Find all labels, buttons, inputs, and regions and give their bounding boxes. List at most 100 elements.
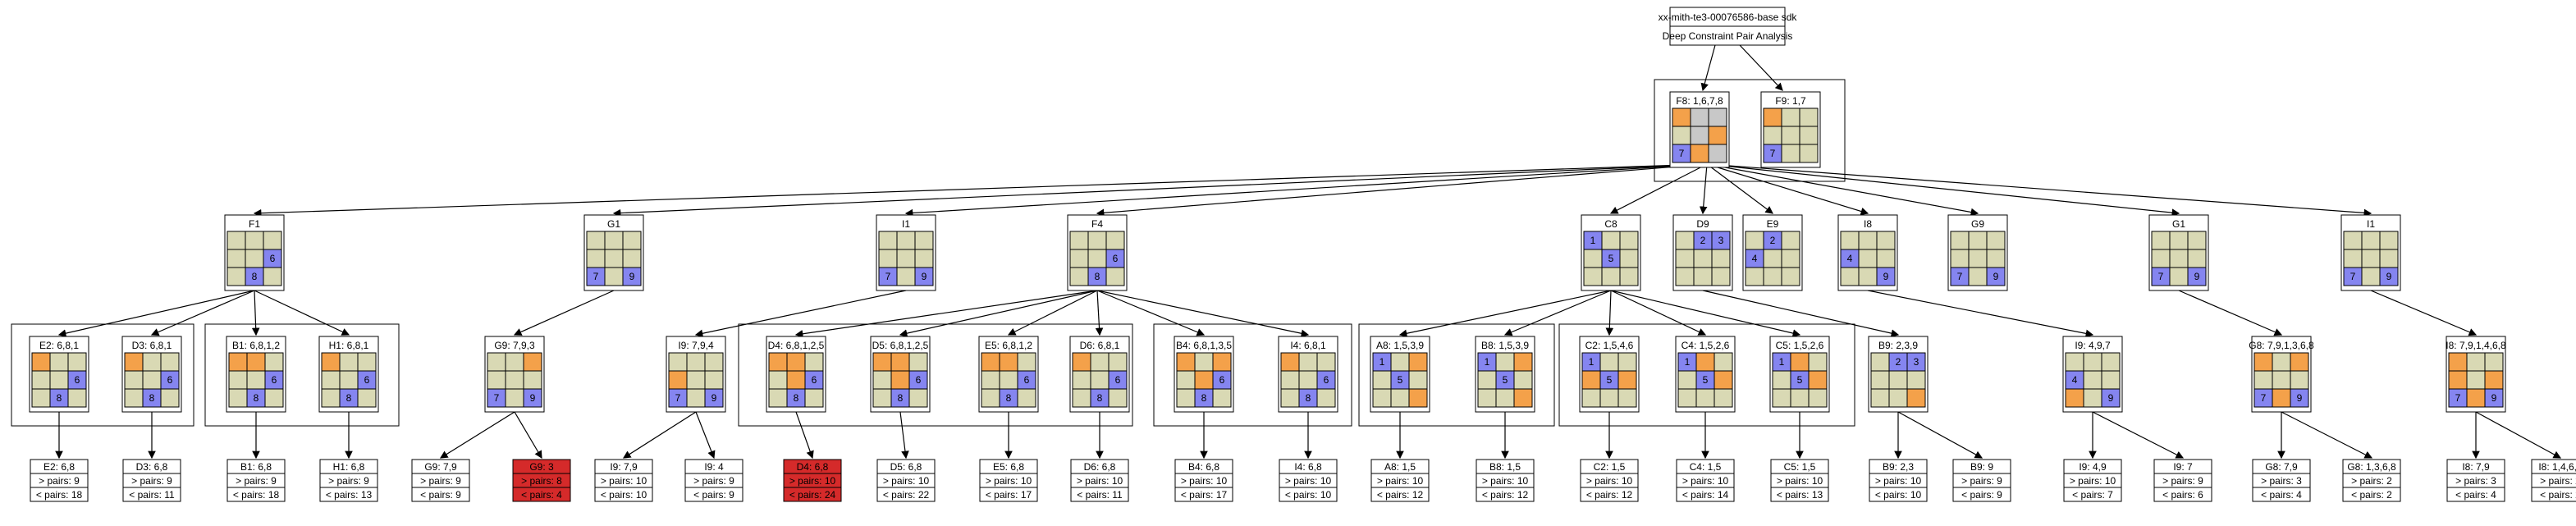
grid-cell — [226, 231, 246, 250]
grid-cell — [1298, 352, 1318, 372]
leaf-H1: H1: 6,8> pairs: 9< pairs: 13 — [319, 459, 378, 502]
grid-cell — [1711, 249, 1731, 268]
leaf-I9d: I9: 7> pairs: 9< pairs: 6 — [2153, 459, 2212, 502]
grid-cell — [872, 370, 892, 390]
node-label: F9: 1,7 — [1775, 95, 1806, 107]
cell-number: 5 — [1703, 374, 1709, 386]
grid-cell — [2272, 370, 2291, 390]
edges — [55, 44, 2562, 460]
grid-cell — [981, 388, 1000, 408]
edge — [1096, 290, 1310, 337]
grid-cell — [878, 249, 898, 268]
leaf-E5: E5: 6,8> pairs: 10< pairs: 17 — [979, 459, 1038, 502]
leaf-I8a: I8: 7,9> pairs: 3< pairs: 4 — [2446, 459, 2505, 502]
leaf-lt-pairs: < pairs: 17 — [986, 489, 1032, 501]
cell-number: 8 — [898, 392, 904, 404]
grid-cell — [1105, 231, 1125, 250]
grid-cell — [686, 352, 706, 372]
grid-cell — [2169, 267, 2189, 286]
grid-cell — [1495, 388, 1515, 408]
grid-cell — [245, 231, 264, 250]
node-label: G8: 7,9,1,3,6,8 — [2249, 340, 2314, 351]
node-label: C2: 1,5,4,6 — [1585, 340, 1634, 351]
grid-cell — [1675, 231, 1695, 250]
leaf-label: D4: 6,8 — [797, 461, 829, 473]
leaf-gt-pairs: > pairs: 9 — [1961, 475, 2002, 487]
cell-number: 6 — [272, 374, 277, 386]
grid-cell — [981, 352, 1000, 372]
grid-cell — [1858, 231, 1878, 250]
grid-cell — [487, 352, 506, 372]
grid-cell — [31, 352, 51, 372]
root-title: xx-mith-te3-00076586-base sdk — [1659, 11, 1798, 23]
grid-cell — [2484, 370, 2504, 390]
grid-cell — [1513, 388, 1533, 408]
node-label: D9 — [1696, 218, 1709, 230]
leaf-lt-pairs: < pairs: 9 — [693, 489, 734, 501]
grid-cell — [124, 352, 144, 372]
leaf-gt-pairs: > pairs: 10 — [601, 475, 647, 487]
grid-cell — [2379, 267, 2399, 286]
cell-number: 3 — [1914, 356, 1919, 368]
cluster-frame — [1358, 323, 1555, 427]
grid-cell — [2290, 370, 2309, 390]
grid-cell — [1950, 231, 1970, 250]
grid-cell — [67, 388, 87, 408]
edge — [57, 290, 255, 337]
edge — [622, 411, 697, 459]
grid-cell — [1986, 249, 2006, 268]
leaf-label: D6: 6,8 — [1084, 461, 1116, 473]
cell-number: 7 — [1679, 148, 1685, 159]
edge — [514, 411, 542, 460]
grid-cell — [142, 352, 162, 372]
grid-cell — [586, 249, 606, 268]
node-C5: C5: 1,5,2,615 — [1769, 336, 1830, 413]
cell-number: 1 — [1485, 356, 1490, 368]
grid-cell — [2361, 267, 2381, 286]
leaf-lt-pairs: < pairs: 22 — [883, 489, 930, 501]
grid-cell — [896, 249, 916, 268]
grid-cell — [2151, 249, 2171, 268]
edge — [439, 411, 515, 459]
grid-cell — [804, 388, 824, 408]
cell-number: 8 — [1306, 392, 1311, 404]
grid-cell — [1708, 144, 1727, 163]
leaf-lt-pairs: < pairs: 11 — [1077, 489, 1123, 501]
grid-cell — [505, 388, 524, 408]
grid-cell — [228, 388, 248, 408]
grid-cell — [1581, 388, 1601, 408]
grid-cell — [2101, 352, 2121, 372]
leaf-lt-pairs: < pairs: 10 — [1285, 489, 1332, 501]
cell-number: 5 — [1503, 374, 1508, 386]
leaf-D5: D5: 6,8> pairs: 10< pairs: 22 — [876, 459, 936, 502]
grid-cell — [2065, 352, 2084, 372]
edge — [150, 290, 255, 336]
grid-cell — [2290, 388, 2309, 408]
leaf-label: B9: 9 — [1970, 461, 1993, 473]
grid-cell — [1876, 231, 1896, 250]
leaf-gt-pairs: > pairs: 10 — [1181, 475, 1228, 487]
leaf-label: I8: 7,9 — [2462, 461, 2490, 473]
grid-cell — [604, 249, 624, 268]
leaf-gt-pairs: > pairs: 9 — [2162, 475, 2203, 487]
cell-number: 6 — [270, 253, 276, 264]
grid-cell — [31, 388, 51, 408]
grid-cell — [226, 249, 246, 268]
node-label: I1 — [2367, 218, 2375, 230]
leaf-label: C2: 1,5 — [1594, 461, 1626, 473]
cell-number: 5 — [1797, 374, 1803, 386]
leaf-lt-pairs: < pairs: 12 — [1377, 489, 1424, 501]
cluster-frame — [1558, 323, 1855, 427]
cell-number: 2 — [1896, 356, 1901, 368]
grid-cell — [1108, 388, 1128, 408]
grid-cell — [1840, 267, 1860, 286]
cell-number: 7 — [675, 392, 681, 404]
grid-cell — [357, 388, 377, 408]
grid-cell — [890, 370, 910, 390]
leaf-gt-pairs: > pairs: 10 — [789, 475, 836, 487]
leaf-label: I9: 4 — [704, 461, 724, 473]
